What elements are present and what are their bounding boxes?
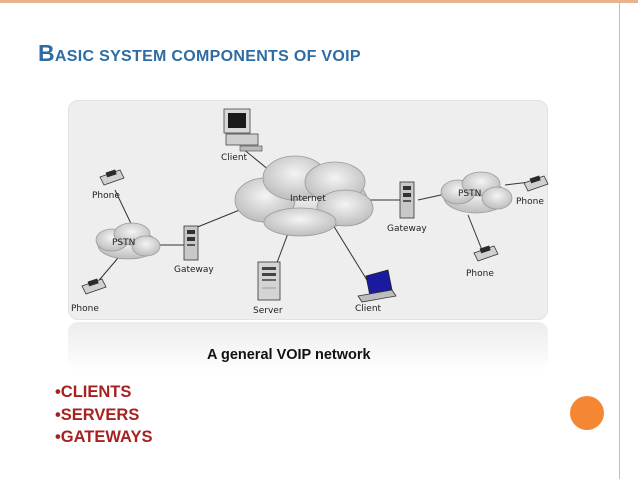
gateway-left: Gateway	[174, 225, 214, 275]
phone-top-left: Phone	[92, 169, 125, 201]
decorative-orange-circle	[570, 396, 604, 430]
gateway-label-left: Gateway	[174, 265, 214, 275]
pstn-label-right: PSTN	[458, 189, 481, 199]
title-initial: B	[38, 40, 55, 66]
client-desktop: Client	[221, 108, 263, 163]
list-item-clients: •CLIENTS	[55, 383, 132, 401]
server-tower-icon	[257, 261, 281, 301]
cloud-icon	[234, 155, 374, 237]
component-list: •CLIENTS •SERVERS •GATEWAYS	[55, 381, 152, 449]
gateway-right: Gateway	[387, 181, 427, 234]
internet-label: Internet	[290, 194, 326, 204]
list-item-gateways: •GATEWAYS	[55, 428, 153, 446]
diagram-caption: A general VOIP network	[207, 347, 371, 363]
cloud-icon	[440, 171, 513, 214]
telephone-icon	[99, 169, 125, 186]
server: Server	[253, 261, 283, 316]
client-label-laptop: Client	[355, 304, 382, 314]
desktop-computer-icon	[223, 108, 263, 152]
client-label-top: Client	[221, 153, 248, 163]
phone-top-right: Phone	[516, 175, 549, 207]
server-tower-icon	[399, 181, 415, 219]
phone-middle-right: Phone	[466, 245, 499, 279]
pstn-label-left: PSTN	[112, 238, 135, 248]
laptop-icon	[357, 269, 397, 303]
phone-label-middle-right: Phone	[466, 269, 494, 279]
list-item-servers: •SERVERS	[55, 405, 140, 424]
telephone-icon	[81, 278, 107, 295]
right-border	[619, 0, 620, 479]
pstn-cloud-right: PSTN	[440, 171, 513, 214]
slide-title: Basic system components of VOIP	[38, 40, 361, 67]
server-tower-icon	[183, 225, 199, 261]
client-laptop: Client	[355, 269, 397, 314]
diagram-reflection	[68, 322, 548, 372]
gateway-label-right: Gateway	[387, 224, 427, 234]
telephone-icon	[473, 245, 499, 262]
phone-label-top-right: Phone	[516, 197, 544, 207]
top-border	[0, 0, 638, 3]
server-label: Server	[253, 306, 283, 316]
pstn-cloud-left: PSTN	[95, 222, 161, 260]
cloud-icon	[95, 222, 161, 260]
internet-cloud: Internet	[234, 155, 374, 237]
phone-label-top-left: Phone	[92, 191, 120, 201]
telephone-icon	[523, 175, 549, 192]
title-rest: asic system components of VOIP	[54, 48, 361, 65]
phone-label-bottom-left: Phone	[71, 304, 99, 314]
phone-bottom-left: Phone	[71, 278, 107, 314]
